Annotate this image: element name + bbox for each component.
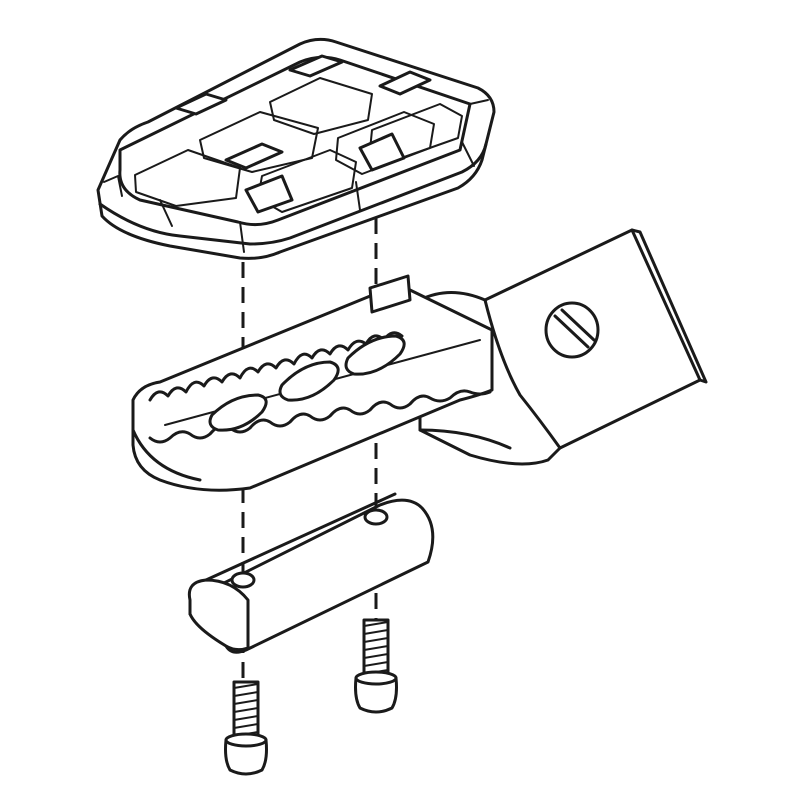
button-head-screw-left bbox=[224, 680, 268, 776]
screw-head bbox=[354, 676, 398, 714]
tread-cleats bbox=[174, 54, 432, 214]
screw-threads bbox=[363, 621, 389, 675]
footpeg-body bbox=[131, 228, 708, 492]
serrated-edge-front bbox=[148, 389, 492, 444]
tread-corner-notches bbox=[103, 99, 489, 253]
tread-pad-base-ridge bbox=[98, 142, 488, 246]
mounting-bar-ridge bbox=[204, 492, 397, 582]
bracket-plate-edge bbox=[630, 228, 708, 384]
button-head-screw-right bbox=[354, 618, 398, 714]
mounting-bar bbox=[187, 492, 435, 654]
arm-crease bbox=[418, 428, 512, 450]
mounting-bar-holes bbox=[230, 508, 389, 589]
screw-head-top bbox=[224, 732, 268, 748]
bar-hole-right bbox=[363, 508, 389, 526]
tread-pad bbox=[96, 37, 496, 260]
mounting-bar-end-face bbox=[187, 578, 250, 652]
screw-head-top bbox=[354, 670, 398, 686]
serrated-edge-rear bbox=[148, 331, 404, 402]
bar-hole-left bbox=[230, 571, 256, 589]
peg-rear-post bbox=[368, 274, 412, 314]
lightening-slots bbox=[208, 334, 406, 432]
screw-head bbox=[224, 738, 268, 776]
mounting-bar-body bbox=[188, 498, 435, 654]
pivot-bolt bbox=[544, 301, 600, 359]
peg-front-edge bbox=[131, 428, 202, 482]
